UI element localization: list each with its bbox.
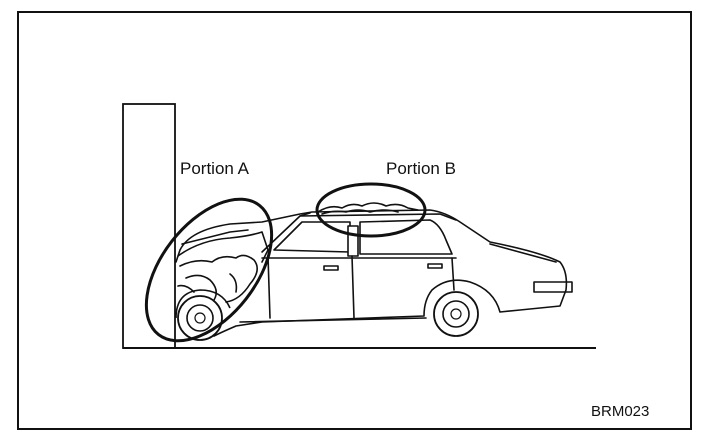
car-body: [175, 209, 573, 337]
rear-wheel: [433, 291, 479, 337]
portion-b-ellipse: [315, 182, 427, 238]
figure-border: [17, 11, 692, 430]
wall: [122, 103, 176, 349]
portion-a-label: Portion A: [180, 159, 250, 178]
crushed-roof: [317, 202, 419, 215]
portion-a-ellipse: [144, 197, 274, 343]
portion-b-label: Portion B: [386, 159, 456, 178]
figure-code: BRM023: [591, 403, 649, 420]
crushed-front: [177, 229, 269, 303]
